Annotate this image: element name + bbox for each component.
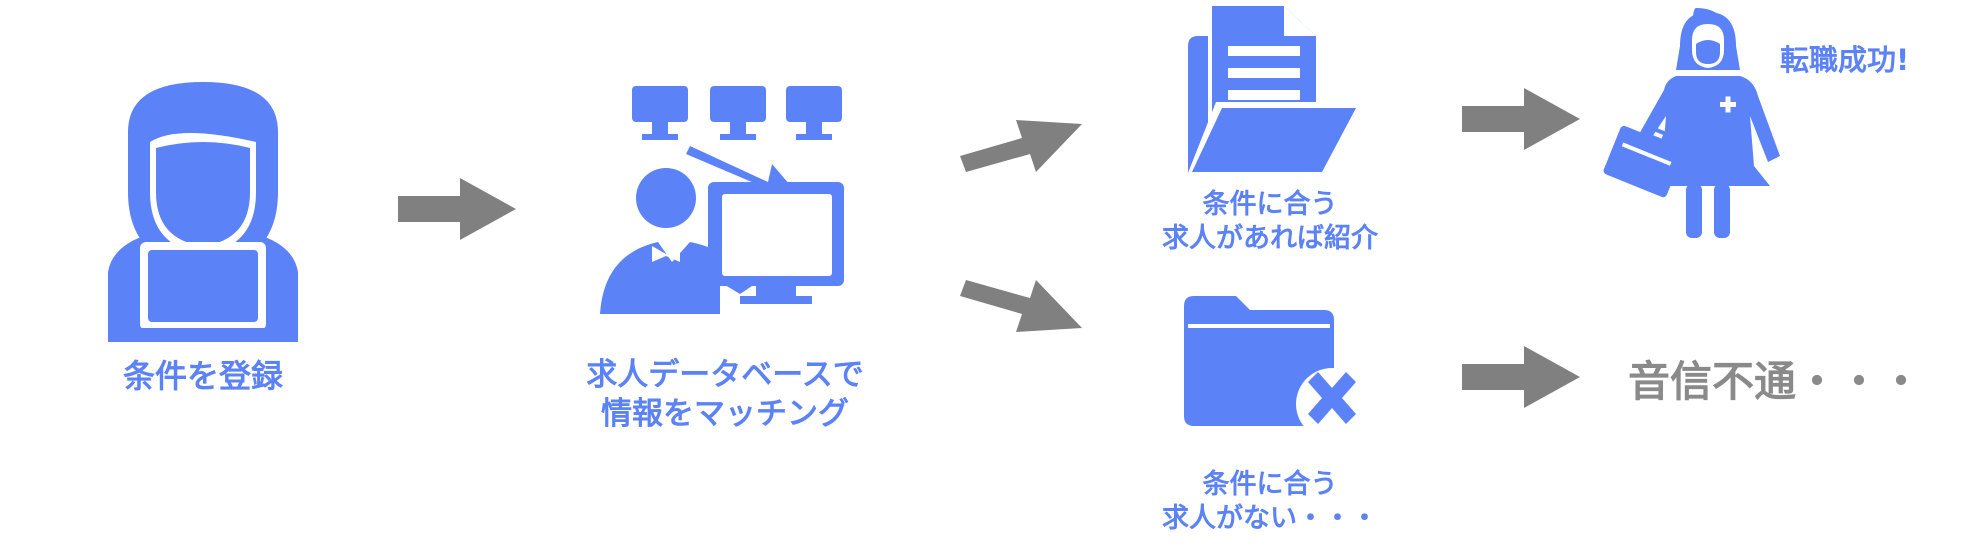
arrow-down-right-icon [960,280,1082,332]
step-match-found-label: 条件に合う 求人があれば紹介 [1110,188,1430,256]
step-no-match-line1: 条件に合う [1202,469,1338,500]
success-label: 転職成功! [1780,43,1910,77]
step-match-found-line2: 求人があれば紹介 [1162,222,1378,254]
step-matching-label: 求人データベースで 情報をマッチング [560,356,890,434]
businesswoman-briefcase-icon [1603,8,1780,238]
arrow-up-right-icon [960,120,1082,172]
document-folder-icon [1186,6,1362,178]
step-no-match-label: 条件に合う 求人がない・・・ [1110,468,1430,536]
step-matching-line1: 求人データベースで [586,357,864,393]
arrow-right-icon [1462,88,1580,150]
database-matching-icon [600,86,844,314]
arrow-right-icon [398,178,516,240]
step-match-found-line1: 条件に合う [1202,189,1338,220]
empty-folder-x-icon [1184,296,1368,440]
person-laptop-icon [108,82,298,342]
step-matching-line2: 情報をマッチング [601,395,849,432]
silence-label: 音信不通・・・ [1628,357,1923,406]
step-no-match-line2: 求人がない・・・ [1162,502,1378,534]
arrow-right-icon [1462,346,1580,408]
step-register-label: 条件を登録 [122,357,283,395]
